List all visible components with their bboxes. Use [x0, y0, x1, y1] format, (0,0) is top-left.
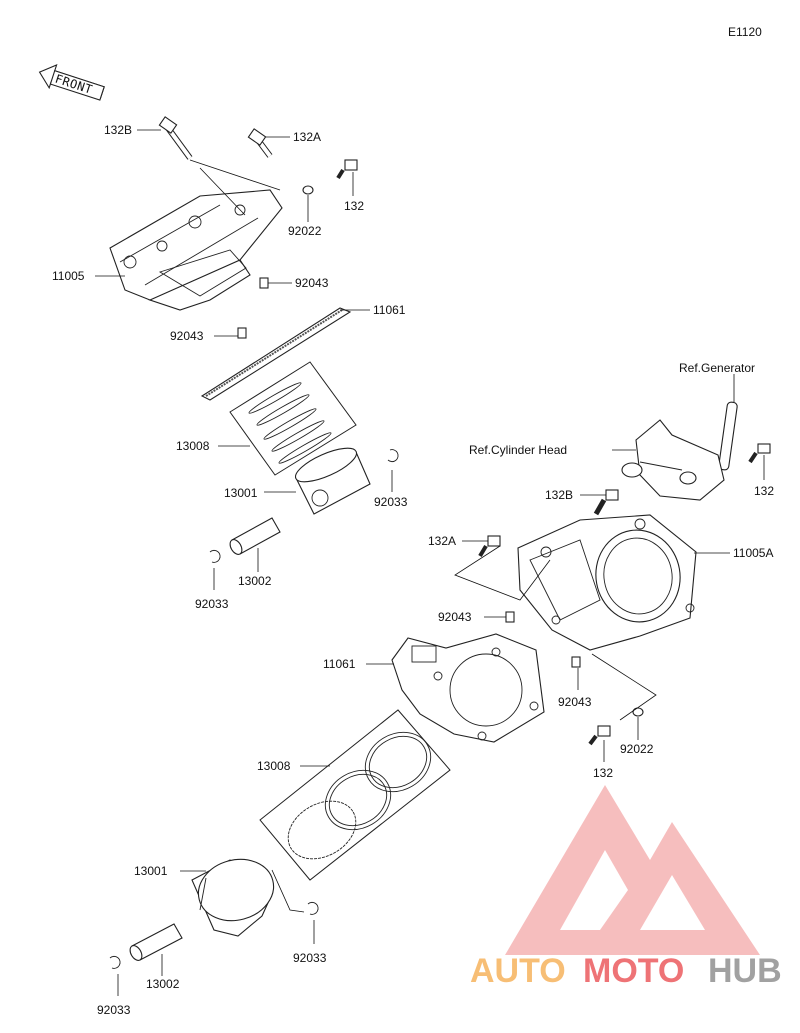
watermark-hub: HUB	[708, 952, 782, 990]
dowel-92043-upper[interactable]	[259, 277, 269, 289]
callout-13001-top: 13001	[224, 486, 258, 500]
callout-13008-top: 13008	[176, 439, 210, 453]
cylinder-block-11005[interactable]	[109, 189, 283, 311]
piston-13001-top[interactable]	[291, 442, 371, 515]
callout-13002-bottom: 13002	[146, 977, 180, 991]
watermark-moto: MOTO	[583, 952, 684, 990]
dowel-92043-right-bottom[interactable]	[571, 656, 581, 668]
cylinder-block-11005a[interactable]	[517, 514, 697, 651]
circlip-92033-right-top[interactable]	[387, 449, 399, 463]
callout-92022-top: 92022	[288, 224, 322, 238]
dowel-92043-left-bottom[interactable]	[505, 611, 515, 623]
ref-generator-label: Ref.Generator	[679, 361, 755, 375]
callout-92033-left-top: 92033	[195, 597, 229, 611]
callout-11061-bottom: 11061	[323, 657, 356, 671]
callout-92043-right-bottom: 92043	[558, 695, 592, 709]
callout-132-right: 132	[754, 484, 774, 498]
callout-92033-left-bottom: 92033	[97, 1003, 131, 1017]
watermark-auto: AUTO	[470, 952, 566, 990]
piston-pin-13002-bottom[interactable]	[128, 923, 183, 962]
watermark-logo	[505, 785, 760, 955]
circlip-92033-left-top[interactable]	[209, 549, 221, 563]
callout-132b-top: 132B	[104, 123, 132, 137]
circlip-92033-left-bottom[interactable]	[109, 955, 121, 969]
piston-13001-bottom[interactable]	[191, 851, 281, 937]
callout-92033-right-top: 92033	[374, 495, 408, 509]
piston-rings-13008-top[interactable]	[229, 361, 357, 476]
bolt-132a-mid[interactable]	[478, 535, 501, 558]
callout-92043-lower-top: 92043	[170, 329, 204, 343]
dowel-92043-lower[interactable]	[237, 327, 247, 339]
piston-rings-13008-bottom[interactable]	[259, 709, 451, 881]
cylinder-head-coolant-fitting	[621, 419, 725, 501]
callout-132-bottom: 132	[593, 766, 613, 780]
callout-92043-upper: 92043	[295, 276, 329, 290]
bolt-132-right[interactable]	[748, 443, 771, 464]
ref-cylinder-head-label: Ref.Cylinder Head	[469, 443, 567, 457]
callout-13002-top: 13002	[238, 574, 272, 588]
callout-11061-top: 11061	[373, 303, 406, 317]
generator-rod	[718, 401, 738, 471]
callout-132-top: 132	[344, 199, 364, 213]
washer-92022-top[interactable]	[302, 185, 314, 195]
diagram-code: E1120	[728, 25, 762, 39]
callout-13001-bottom: 13001	[134, 864, 168, 878]
callout-92043-left-bottom: 92043	[438, 610, 472, 624]
callout-11005: 11005	[52, 269, 85, 283]
callout-92033-right-bottom: 92033	[293, 951, 327, 965]
bolt-132-bottom[interactable]	[588, 725, 611, 746]
circlip-92033-right-bottom[interactable]	[307, 901, 319, 915]
gasket-11061-bottom[interactable]	[391, 633, 545, 743]
front-arrow-icon: FRONT	[38, 64, 105, 101]
watermark-wordmark: AUTO MOTO HUB	[470, 952, 782, 990]
bolt-132-top[interactable]	[336, 159, 358, 180]
bolt-132a-top[interactable]	[247, 128, 273, 158]
piston-pin-13002-top[interactable]	[228, 517, 281, 556]
bolt-132b-top[interactable]	[158, 116, 193, 160]
callout-92022-bottom: 92022	[620, 742, 654, 756]
callout-132b-mid: 132B	[545, 488, 573, 502]
callout-11005a: 11005A	[733, 546, 773, 560]
washer-92022-bottom[interactable]	[632, 707, 644, 717]
callout-132a-top: 132A	[293, 130, 321, 144]
callout-132a-mid: 132A	[428, 534, 456, 548]
gasket-11061-top[interactable]	[200, 307, 352, 401]
callout-13008-bottom: 13008	[257, 759, 291, 773]
front-label: FRONT	[53, 72, 94, 97]
bolt-132b-mid[interactable]	[593, 489, 619, 516]
